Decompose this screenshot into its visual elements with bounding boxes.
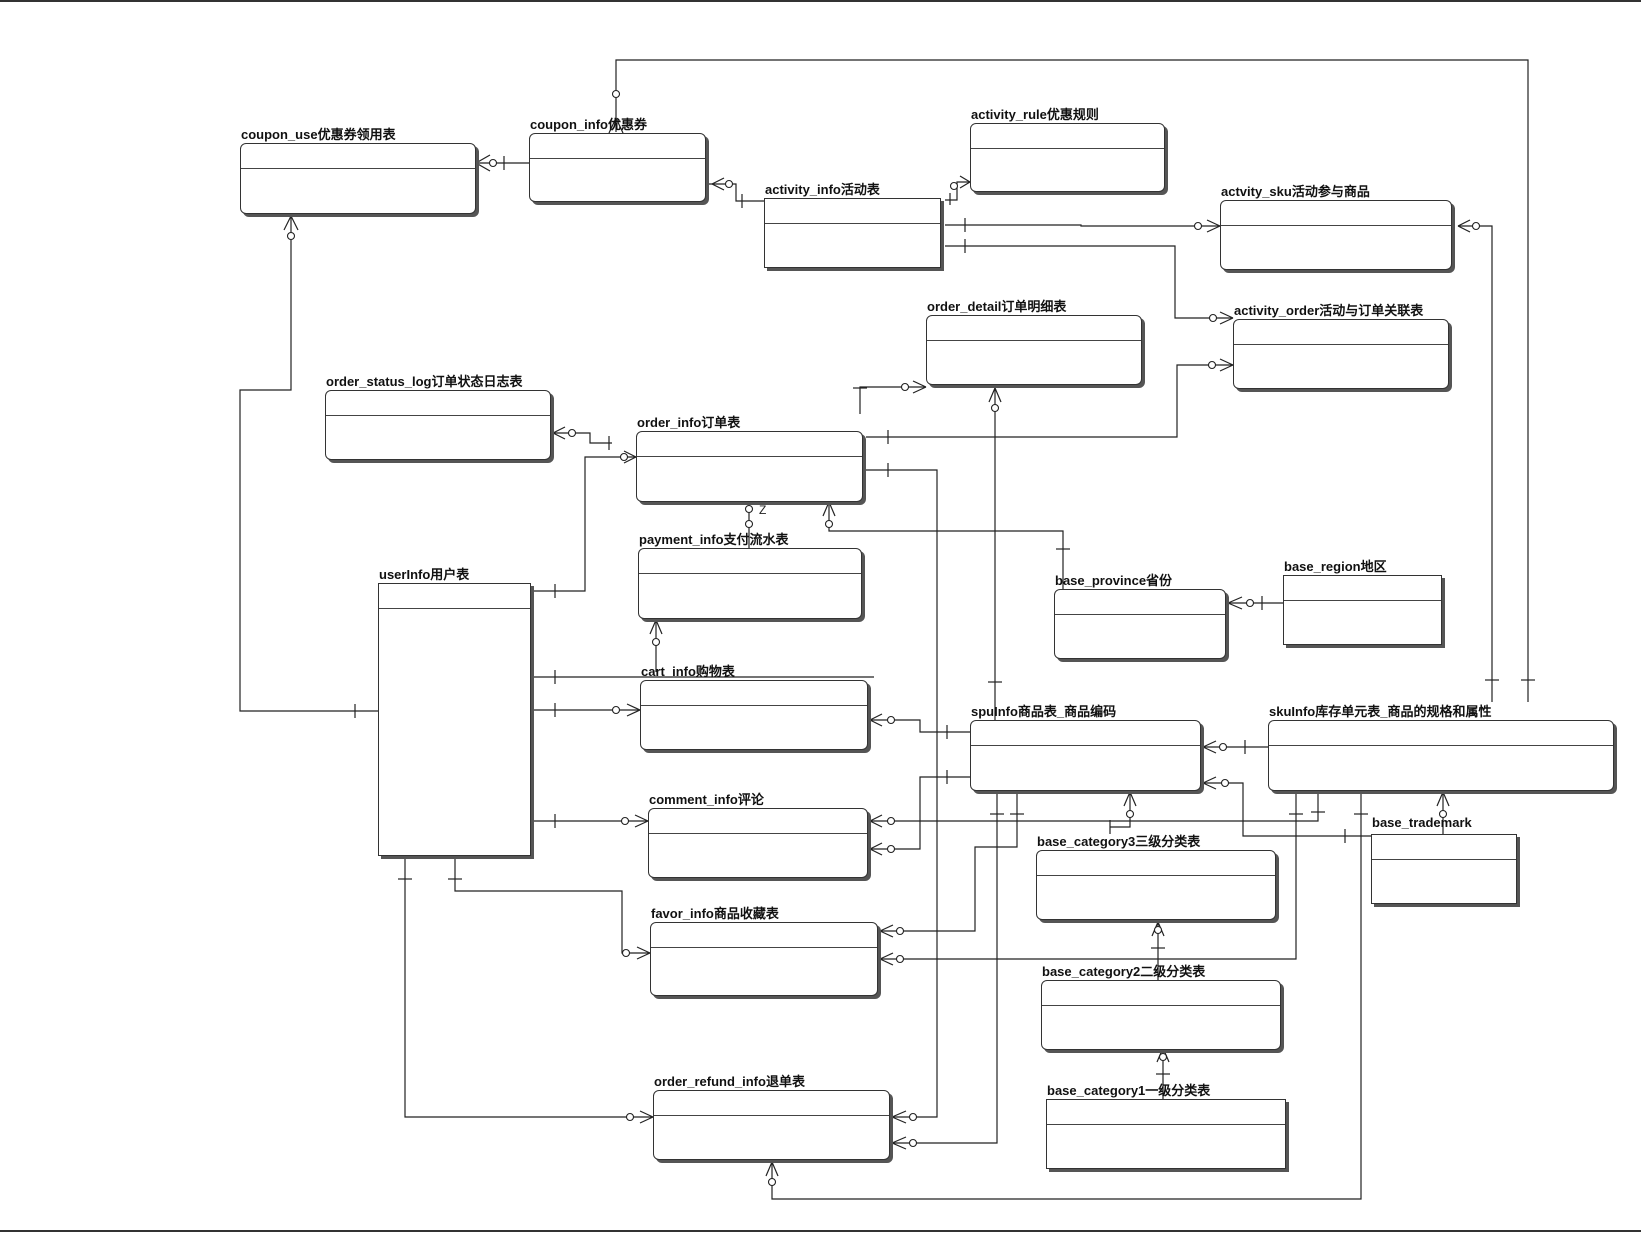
rel-orderinfo-orderrefund [866, 469, 938, 1118]
rel-orderinfo-orderdetail [859, 386, 926, 414]
entity-title: coupon_use优惠券领用表 [241, 127, 396, 142]
entity-title: skuInfo库存单元表_商品的规格和属性 [1269, 704, 1492, 719]
entity-actvity-sku[interactable]: actvity_sku活动参与商品 [1220, 184, 1452, 270]
entity-cart-info[interactable]: cart_info购物表 [640, 664, 868, 750]
rel-userinfo-orderinfo [532, 456, 636, 592]
rel-comment-spuinfo [870, 776, 970, 850]
entity-title: base_region地区 [1284, 559, 1387, 574]
entity-order-info[interactable]: order_info订单表 [636, 415, 863, 502]
entity-title: order_status_log订单状态日志表 [326, 374, 523, 389]
entity-base-region[interactable]: base_region地区 [1283, 559, 1442, 645]
entity-spuinfo[interactable]: spuInfo商品表_商品编码 [970, 704, 1201, 791]
entity-title: coupon_info优惠券 [530, 117, 647, 132]
entity-title: activity_order活动与订单关联表 [1234, 303, 1424, 318]
entity-skuinfo[interactable]: skuInfo库存单元表_商品的规格和属性 [1268, 704, 1614, 791]
entity-userinfo[interactable]: userInfo用户表 [378, 567, 531, 856]
entity-title: base_category1一级分类表 [1047, 1083, 1211, 1098]
rel-refund-spuinfo [892, 792, 998, 1144]
entity-activity-rule[interactable]: activity_rule优惠规则 [970, 107, 1165, 192]
rel-couponuse-userinfo [239, 216, 378, 712]
entity-favor-info[interactable]: favor_info商品收藏表 [650, 906, 878, 996]
entity-activity-order[interactable]: activity_order活动与订单关联表 [1233, 303, 1449, 389]
rel-spu-category3 [1110, 792, 1131, 828]
entity-title: order_refund_info退单表 [654, 1074, 805, 1089]
z-marker: Z [759, 503, 767, 517]
entity-title: order_detail订单明细表 [927, 299, 1067, 314]
entity-payment-info[interactable]: payment_info支付流水表 [638, 532, 862, 619]
entity-title: base_trademark [1372, 815, 1472, 830]
entity-base-category3[interactable]: base_category3三级分类表 [1036, 834, 1276, 920]
entity-order-refund-info[interactable]: order_refund_info退单表 [653, 1074, 890, 1160]
entity-title: spuInfo商品表_商品编码 [971, 704, 1117, 719]
entity-title: userInfo用户表 [379, 567, 470, 582]
entity-title: favor_info商品收藏表 [651, 906, 779, 921]
entity-title: cart_info购物表 [641, 664, 735, 679]
entity-title: base_category2二级分类表 [1042, 964, 1206, 979]
entity-title: actvity_sku活动参与商品 [1221, 184, 1370, 199]
rel-cart-spuinfo [870, 719, 970, 733]
rel-userinfo-favor [454, 855, 650, 954]
entity-base-trademark[interactable]: base_trademark [1371, 815, 1517, 904]
entity-base-category2[interactable]: base_category2二级分类表 [1041, 964, 1281, 1050]
rel-activityinfo-actvitysku [945, 224, 1220, 227]
entity-comment-info[interactable]: comment_info评论 [648, 792, 868, 878]
entity-activity-info[interactable]: activity_info活动表 [764, 182, 941, 268]
rel-favor-spuinfo [880, 792, 1018, 932]
entity-order-status-log[interactable]: order_status_log订单状态日志表 [325, 374, 551, 460]
entity-title: activity_rule优惠规则 [971, 107, 1099, 122]
entity-coupon-use[interactable]: coupon_use优惠券领用表 [240, 127, 476, 214]
entity-title: activity_info活动表 [765, 182, 880, 197]
rel-orderinfo-baseprovince [828, 502, 1064, 590]
rel-couponinfo-activityinfo [708, 183, 764, 202]
entity-title: base_province省份 [1055, 573, 1173, 588]
rel-activityrule-activityinfo [945, 181, 970, 201]
entity-order-detail[interactable]: order_detail订单明细表 [926, 299, 1142, 385]
entity-title: payment_info支付流水表 [639, 532, 789, 547]
rel-statuslog-orderinfo [553, 432, 612, 444]
rel-actvitysku-skuinfo [1458, 225, 1493, 702]
rel-comment-skuinfo [870, 790, 1319, 822]
entity-title: order_info订单表 [637, 415, 741, 430]
entity-title: base_category3三级分类表 [1037, 834, 1201, 849]
entity-base-province[interactable]: base_province省份 [1054, 573, 1226, 659]
entity-title: comment_info评论 [649, 792, 764, 807]
rel-userinfo-refund [404, 855, 653, 1118]
entity-base-category1[interactable]: base_category1一级分类表 [1046, 1083, 1286, 1169]
entity-coupon-info[interactable]: coupon_info优惠券 [529, 117, 706, 202]
